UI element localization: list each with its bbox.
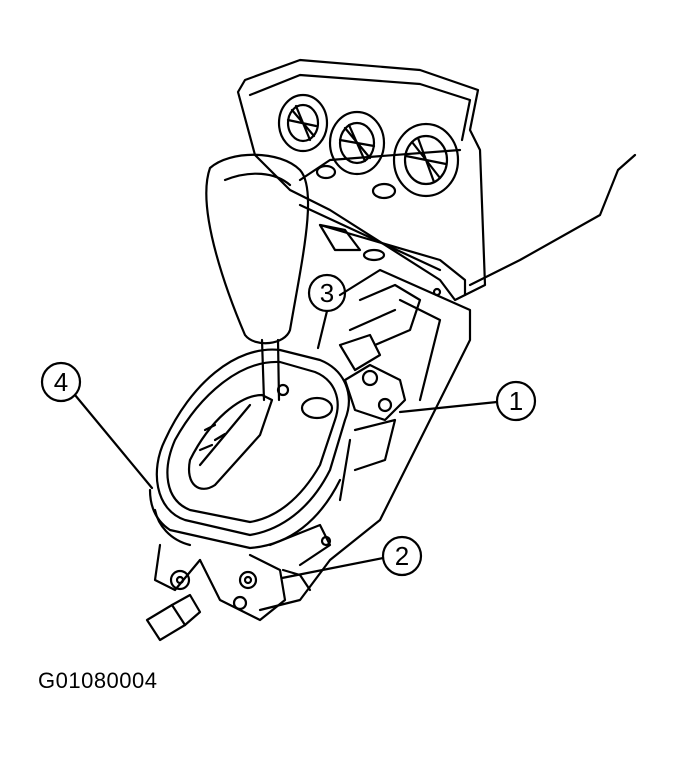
dash-edge-line <box>468 153 637 287</box>
figure-code: G01080004 <box>38 668 158 693</box>
console-tunnel <box>258 268 472 612</box>
shift-bezel <box>148 348 350 550</box>
callout-3-label: 3 <box>320 278 334 308</box>
center-stack <box>236 58 487 302</box>
center-vent <box>328 110 386 176</box>
callout-2: 2 <box>280 535 423 580</box>
callout-4: 4 <box>40 361 154 490</box>
left-vent <box>277 93 329 153</box>
callout-4-label: 4 <box>54 367 68 397</box>
right-vent <box>392 122 460 198</box>
callout-3: 3 <box>307 273 347 350</box>
callout-1-label: 1 <box>509 386 523 416</box>
callout-2-label: 2 <box>395 541 409 571</box>
stack-buttons <box>315 164 397 200</box>
interlock-connector <box>145 593 202 642</box>
lower-mechanism <box>153 523 332 622</box>
callout-1: 1 <box>398 380 537 422</box>
